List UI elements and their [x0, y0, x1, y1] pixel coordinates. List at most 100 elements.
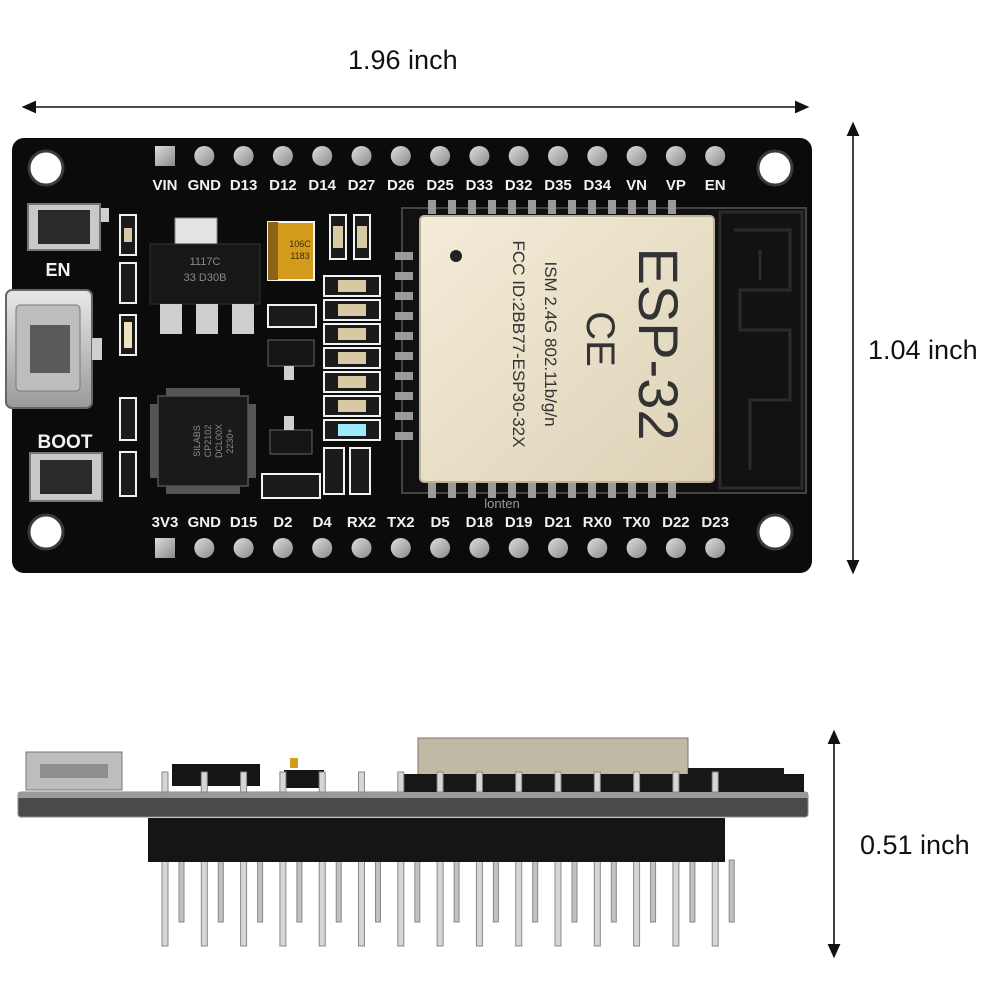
header-plastic [148, 818, 725, 862]
header-pad [272, 146, 293, 166]
module-cert-mark: CE [578, 311, 622, 367]
pin-label-top: D27 [348, 177, 376, 194]
pin-top [200, 771, 208, 793]
module-pad [428, 200, 436, 214]
module-pad [648, 200, 656, 214]
pin-label-bottom: D4 [313, 514, 333, 531]
esp32-module [395, 200, 807, 498]
antenna-trace [718, 210, 804, 490]
header-pad [469, 538, 490, 558]
pin-leg [554, 859, 562, 947]
pin-leg [453, 859, 460, 923]
header-pad [430, 538, 451, 558]
header-pad [626, 538, 647, 558]
pin-leg [492, 859, 499, 923]
header-pad [351, 146, 372, 166]
svg-text:2230+: 2230+ [225, 428, 235, 453]
pin-label-bottom: D18 [466, 514, 494, 531]
pin-label-top: D26 [387, 177, 415, 194]
module-pad [395, 372, 413, 380]
header-pad [548, 538, 568, 558]
pin-label-top: D14 [308, 177, 336, 194]
module-line2: FCC ID:2BB77-ESP30-32X [509, 241, 528, 448]
header-pad [312, 538, 333, 558]
module-pad [448, 200, 456, 214]
pin-top [515, 771, 523, 793]
pin-top [554, 771, 562, 793]
svg-text:CP2102: CP2102 [203, 425, 213, 458]
pin-top [475, 771, 483, 793]
module-pad [395, 332, 413, 340]
transistors [267, 339, 315, 455]
pin-leg [375, 859, 381, 923]
pin-leg [296, 859, 303, 923]
voltage-regulator [149, 217, 261, 334]
module-pad [508, 480, 516, 498]
module-pad [395, 272, 413, 280]
regulator-marking-2: 33 D30B [184, 272, 227, 284]
header-pad [390, 146, 411, 166]
pin-leg [240, 859, 248, 947]
tantalum-capacitor [267, 221, 315, 281]
pin-label-top: D12 [269, 177, 297, 194]
pin-label-top: D35 [544, 177, 572, 194]
pin-label-top: GND [188, 177, 222, 194]
pin-label-top: D32 [505, 177, 533, 194]
pin-top [397, 771, 405, 793]
pin-leg [475, 859, 483, 947]
module-pad [395, 352, 413, 360]
pin-leg [689, 859, 696, 923]
pin-label-bottom: D2 [273, 514, 292, 531]
pin-label-bottom: TX0 [623, 514, 651, 531]
module-title: ESP-32 [627, 248, 690, 441]
pin-leg [318, 859, 326, 947]
pin-top [358, 771, 365, 793]
pin-leg [515, 859, 523, 947]
header-pad [548, 146, 568, 166]
pin-label-top: VIN [152, 177, 177, 194]
pin-label-top: VN [626, 177, 647, 194]
pin-leg [257, 859, 264, 923]
header-pin-legs [161, 859, 735, 947]
pin-top [161, 771, 169, 793]
header-pad [587, 538, 608, 558]
module-pad [568, 200, 576, 214]
module-pad [588, 200, 596, 214]
pin-tops [161, 771, 719, 793]
module-pad [628, 200, 636, 214]
module-line1: ISM 2.4G 802.11b/g/n [541, 261, 560, 426]
pin-label-bottom: 3V3 [152, 514, 179, 531]
module-pad [588, 480, 596, 498]
thickness-dimension-label: 0.51 inch [860, 830, 970, 860]
pin-leg [633, 859, 641, 947]
pin-label-bottom: RX2 [347, 514, 376, 531]
pin-leg [610, 859, 617, 923]
usb-uart-chip [150, 388, 256, 494]
header-pad [665, 146, 686, 166]
module-pad [488, 480, 496, 498]
header-pad [194, 538, 215, 558]
header-pad [233, 146, 254, 166]
mounting-holes [27, 149, 794, 551]
module-pad [648, 480, 656, 498]
module-pad [668, 200, 676, 214]
en-button-label: EN [45, 260, 70, 280]
pin-leg [672, 859, 680, 947]
svg-text:SILABS: SILABS [192, 425, 202, 457]
pin-label-top: D25 [426, 177, 454, 194]
pin-leg [217, 859, 224, 923]
smd-component-pads [124, 226, 367, 436]
pin-leg [711, 859, 719, 947]
module-pad [468, 480, 476, 498]
module-pad [395, 292, 413, 300]
pin-label-bottom: D21 [544, 514, 572, 531]
module-pad [528, 480, 536, 498]
header-pad [351, 538, 372, 558]
header-pad [705, 538, 726, 558]
pin-label-bottom: GND [188, 514, 222, 531]
pin-top [318, 771, 326, 793]
boot-button-label: BOOT [38, 432, 93, 453]
width-dimension-label: 1.96 inch [348, 45, 458, 75]
pin-label-top: D33 [466, 177, 494, 194]
